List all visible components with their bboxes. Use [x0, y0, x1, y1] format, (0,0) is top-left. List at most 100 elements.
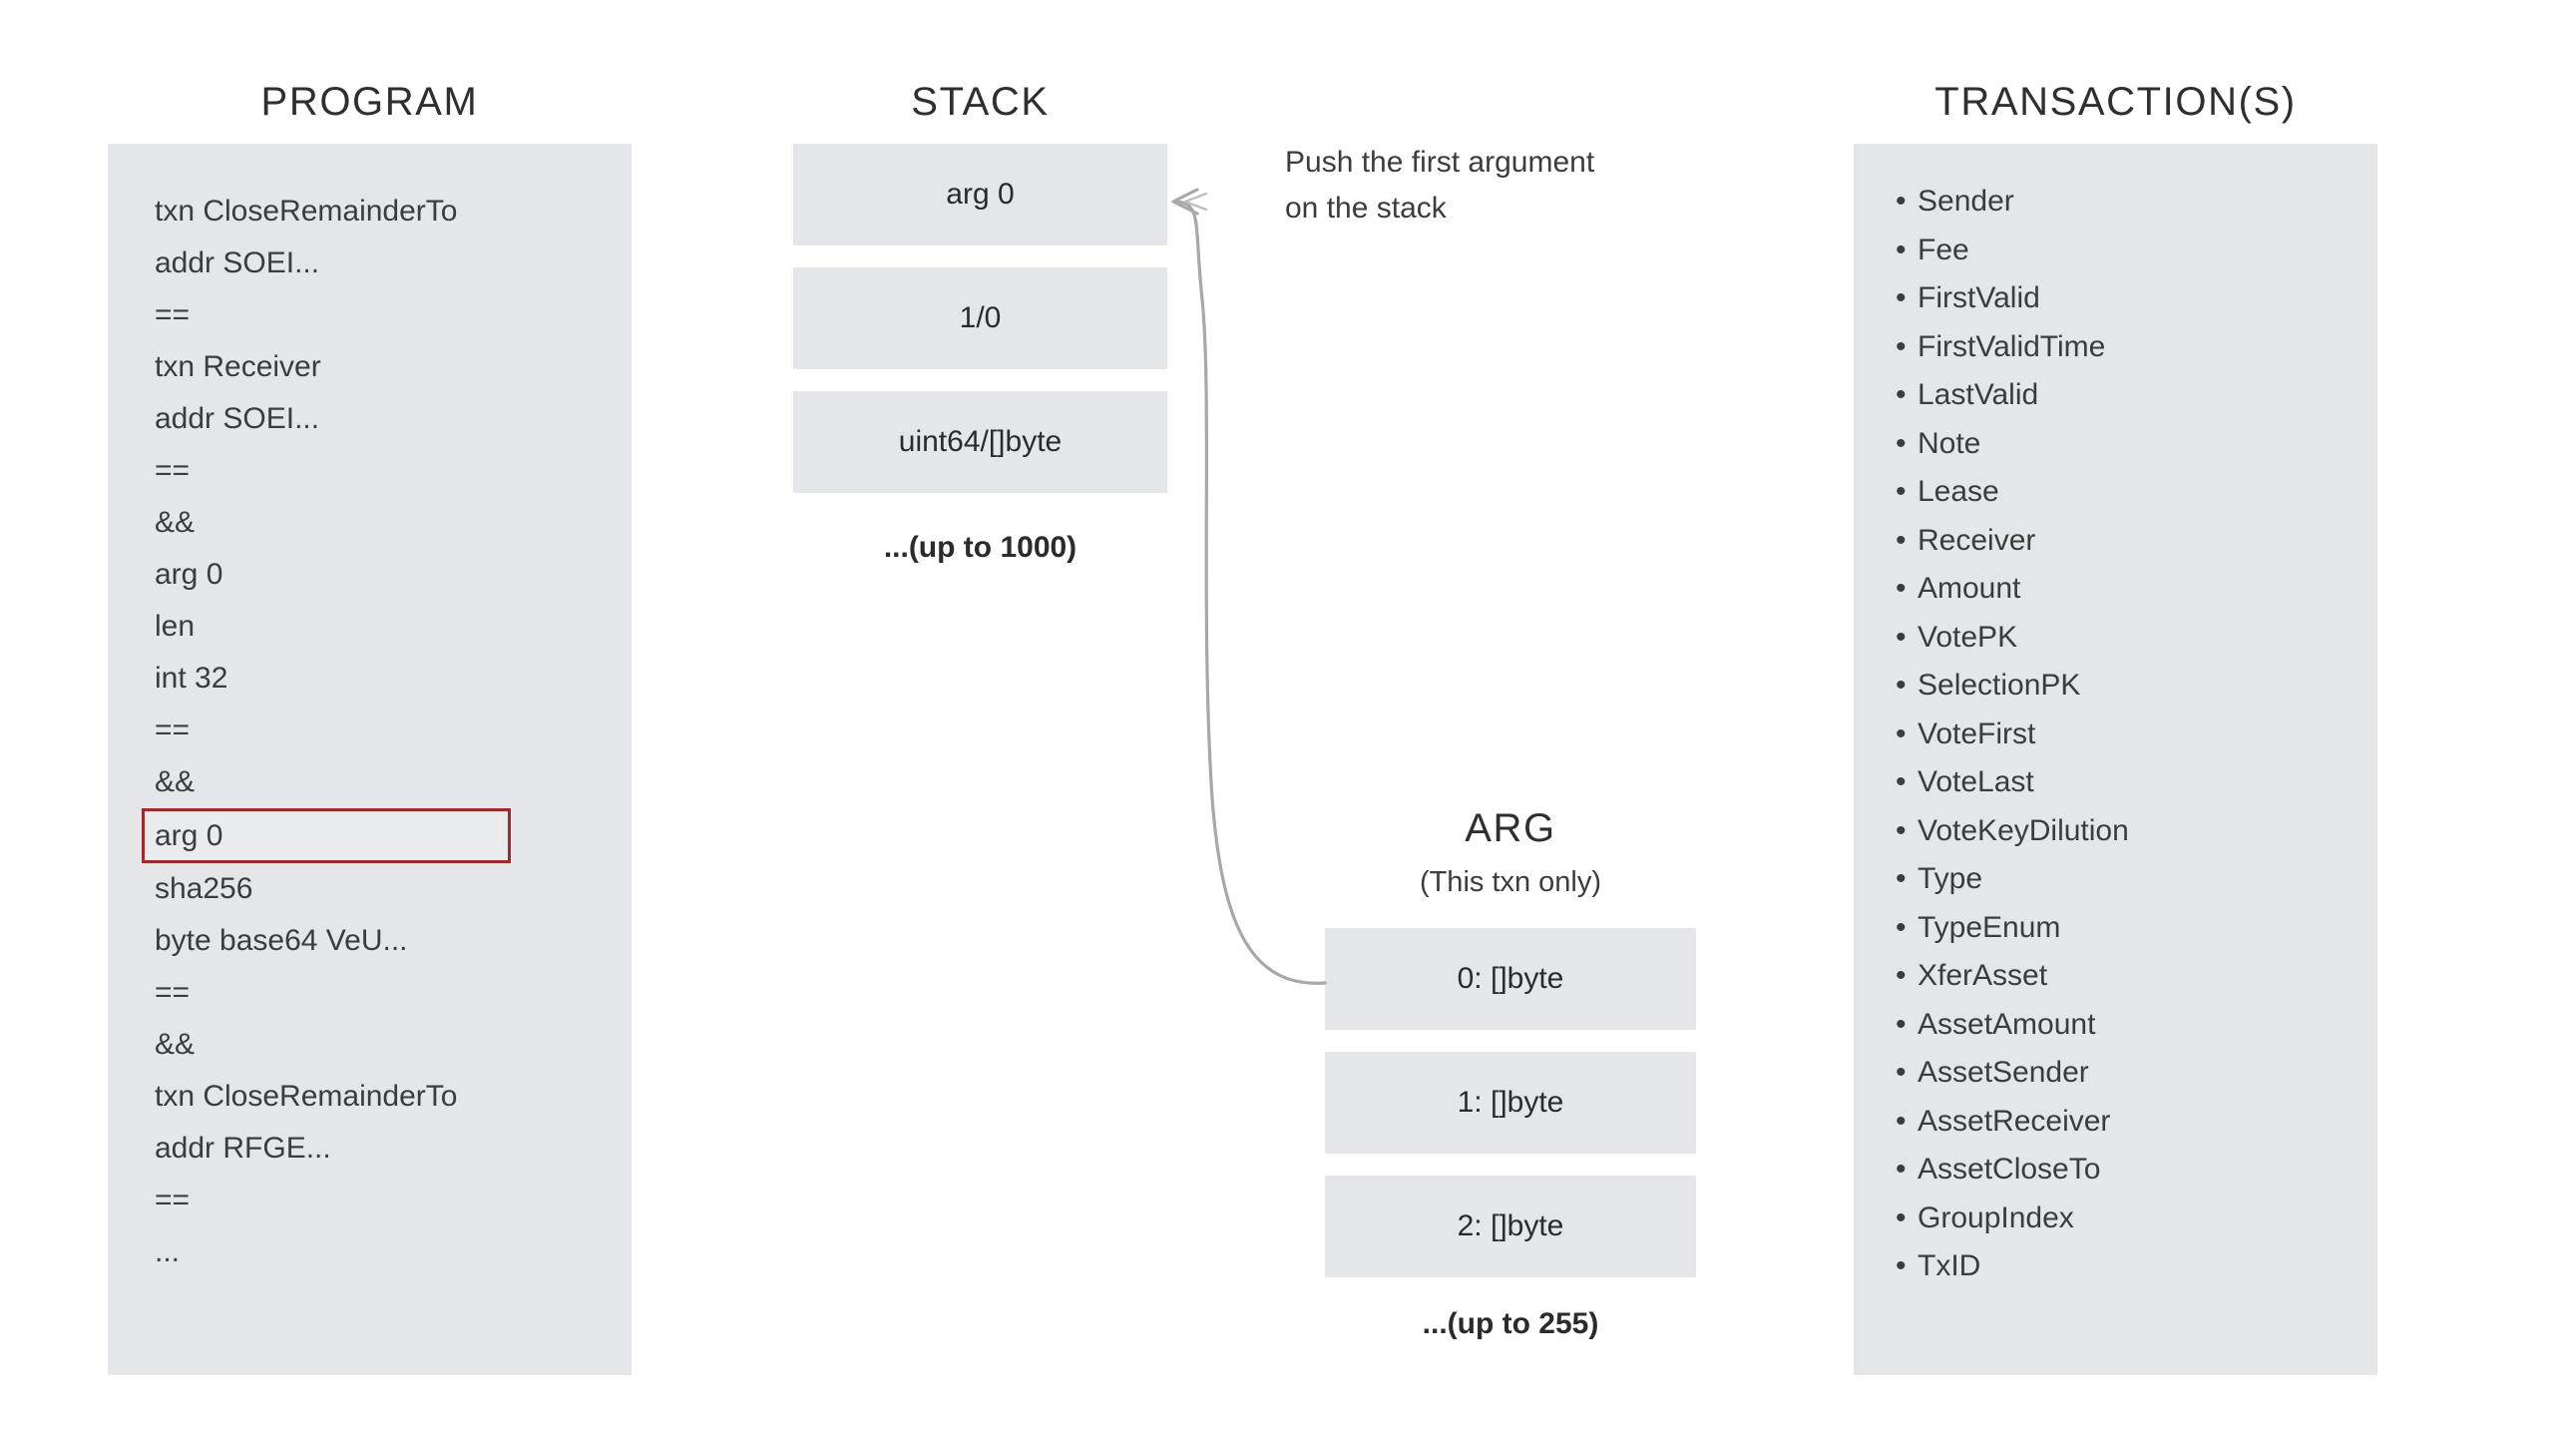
transaction-field-label: AssetCloseTo	[1918, 1153, 2101, 1186]
bullet-icon: •	[1896, 669, 1907, 702]
program-line: &&	[155, 506, 196, 539]
program-line: ==	[155, 454, 191, 487]
transaction-field-label: FirstValidTime	[1918, 329, 2106, 363]
program-line: ==	[155, 976, 191, 1009]
transaction-field-item: • TypeEnum	[1896, 904, 2414, 953]
stack-cell: 1/0	[793, 267, 1167, 369]
transaction-field-item: • LastValid	[1896, 371, 2414, 420]
program-panel	[108, 144, 632, 1375]
program-line: &&	[155, 765, 196, 798]
transaction-field-label: TypeEnum	[1918, 910, 2061, 944]
bullet-icon: •	[1896, 1249, 1907, 1282]
arg-cell: 1: []byte	[1325, 1052, 1696, 1154]
transaction-field-label: Type	[1918, 862, 1983, 895]
transaction-field-label: Fee	[1918, 233, 1969, 266]
push-annotation: Push the first argument on the stack	[1285, 140, 1594, 232]
transaction-field-item: • VoteKeyDilution	[1896, 807, 2414, 856]
transaction-field-item: •AssetSender	[1896, 1049, 2414, 1098]
transaction-field-item: • VotePK	[1896, 614, 2414, 663]
transaction-field-label: AssetAmount	[1918, 1007, 2096, 1041]
transaction-field-list: •Sender•Fee•FirstValid•FirstValidTime•La…	[1896, 178, 2414, 1291]
bullet-icon: •	[1896, 378, 1907, 411]
bullet-icon: •	[1896, 765, 1907, 798]
program-column-title: PROGRAM	[260, 80, 479, 124]
program-instruction-list: txn CloseRemainderTo addr SOEI... == txn Re…	[142, 186, 614, 1278]
bullet-icon: •	[1896, 959, 1907, 992]
transaction-field-label: VoteLast	[1918, 765, 2034, 798]
program-line: arg 0	[155, 558, 223, 591]
program-line: ...	[155, 1235, 181, 1268]
program-line: int 32	[155, 662, 228, 695]
program-line: addr RFGE...	[155, 1132, 331, 1165]
transaction-field-item: • VoteLast	[1896, 758, 2414, 807]
arg-overflow-caption: ...(up to 255)	[1422, 1307, 1599, 1340]
transaction-field-label: VoteKeyDilution	[1918, 813, 2129, 847]
program-line: len	[155, 610, 196, 643]
transaction-field-item: • TxID	[1896, 1242, 2414, 1291]
program-line: txn Receiver	[155, 350, 321, 383]
transaction-field-label: VoteFirst	[1918, 716, 2036, 750]
transaction-field-label: VotePK	[1918, 620, 2018, 654]
push-annotation-line-2: on the stack	[1285, 192, 1447, 225]
program-line: ==	[155, 714, 191, 746]
arg-column-title: ARG	[1465, 806, 1556, 850]
program-line: &&	[155, 1028, 196, 1061]
transaction-field-item: • AssetAmount	[1896, 1001, 2414, 1050]
transaction-field-item: • VoteFirst	[1896, 711, 2414, 759]
transaction-field-item: •Type	[1896, 855, 2414, 904]
bullet-icon: •	[1896, 1104, 1907, 1138]
stack-column-title: STACK	[911, 80, 1050, 124]
program-line: byte base64 VeU...	[155, 924, 408, 957]
program-line: ==	[155, 298, 191, 331]
bullet-icon: •	[1896, 813, 1907, 847]
stack-overflow-caption: ...(up to 1000)	[883, 531, 1077, 564]
transaction-field-item: • Fee	[1896, 227, 2414, 275]
transaction-field-item: • Sender	[1896, 178, 2414, 227]
transaction-field-label: AssetReceiver	[1918, 1104, 2111, 1138]
transaction-field-item: • AssetCloseTo	[1896, 1146, 2414, 1194]
transaction-field-item: • AssetReceiver	[1896, 1098, 2414, 1147]
transaction-field-label: AssetSender	[1918, 1056, 2089, 1089]
transaction-field-label: TxID	[1918, 1249, 1981, 1282]
transaction-field-label: Amount	[1918, 572, 2021, 605]
transaction-field-label: GroupIndex	[1918, 1200, 2074, 1234]
program-line: addr SOEI...	[155, 402, 320, 435]
program-line: txn CloseRemainderTo	[155, 1080, 458, 1113]
bullet-icon: •	[1896, 572, 1907, 605]
bullet-icon: •	[1896, 1007, 1907, 1041]
bullet-icon: •	[1896, 620, 1907, 654]
stack-cell: arg 0	[793, 144, 1167, 245]
transaction-field-label: Sender	[1918, 185, 2014, 218]
transaction-field-item: • Amount	[1896, 565, 2414, 614]
bullet-icon: •	[1896, 281, 1907, 314]
transaction-field-item: •FirstValid	[1896, 274, 2414, 323]
transaction-field-label: SelectionPK	[1918, 669, 2081, 702]
transaction-field-item: •GroupIndex	[1896, 1194, 2414, 1243]
transactions-panel	[1854, 144, 2377, 1375]
transaction-field-item: • SelectionPK	[1896, 662, 2414, 711]
arg-cell: 2: []byte	[1325, 1176, 1696, 1277]
transaction-field-label: LastValid	[1918, 378, 2039, 411]
transaction-field-item: •Receiver	[1896, 517, 2414, 566]
arg-cell: 0: []byte	[1325, 928, 1696, 1030]
program-line: addr SOEI...	[155, 246, 320, 279]
program-line: sha256	[155, 872, 253, 905]
bullet-icon: •	[1896, 1153, 1907, 1186]
bullet-icon: •	[1896, 185, 1907, 218]
transaction-field-label: Note	[1918, 426, 1981, 460]
transaction-field-item: • Lease	[1896, 468, 2414, 517]
bullet-icon: •	[1896, 716, 1907, 750]
transaction-field-item: • XferAsset	[1896, 952, 2414, 1001]
bullet-icon: •	[1896, 426, 1907, 460]
program-line-highlighted: arg 0	[142, 808, 511, 863]
program-line: txn CloseRemainderTo	[155, 195, 458, 228]
transaction-field-label: XferAsset	[1918, 959, 2048, 992]
stack-cell: uint64/[]byte	[793, 391, 1167, 493]
program-line: ==	[155, 1184, 191, 1216]
bullet-icon: •	[1896, 910, 1907, 944]
bullet-icon: •	[1896, 233, 1907, 266]
arg-column-subtitle: (This txn only)	[1419, 866, 1602, 898]
transaction-field-label: Lease	[1918, 475, 1999, 508]
bullet-icon: •	[1896, 475, 1907, 508]
